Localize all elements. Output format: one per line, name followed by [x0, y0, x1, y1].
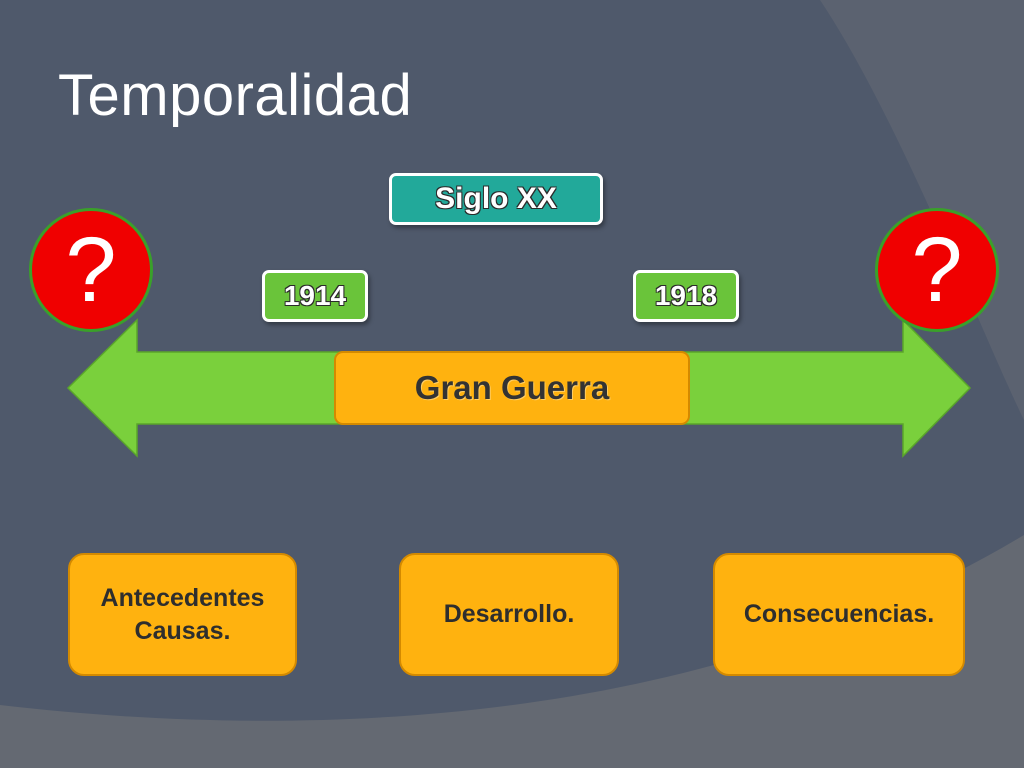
phase-line: Consecuencias.: [743, 600, 935, 629]
phase-line: Desarrollo.: [443, 600, 575, 629]
before-question-icon: ?: [29, 208, 153, 332]
century-tag: Siglo XX: [389, 173, 603, 225]
phase-box-desarrollo: Desarrollo.: [399, 553, 619, 676]
event-label: Gran Guerra: [334, 351, 690, 425]
phase-line: Causas.: [134, 616, 231, 645]
slide-title: Temporalidad: [58, 63, 413, 128]
after-question-icon: ?: [875, 208, 999, 332]
end-year-tag: 1918: [633, 270, 739, 322]
start-year-tag: 1914: [262, 270, 368, 322]
phase-box-antecedentes: Antecedentes Causas.: [68, 553, 297, 676]
phase-box-consecuencias: Consecuencias.: [713, 553, 965, 676]
phase-line: Antecedentes: [100, 584, 265, 612]
